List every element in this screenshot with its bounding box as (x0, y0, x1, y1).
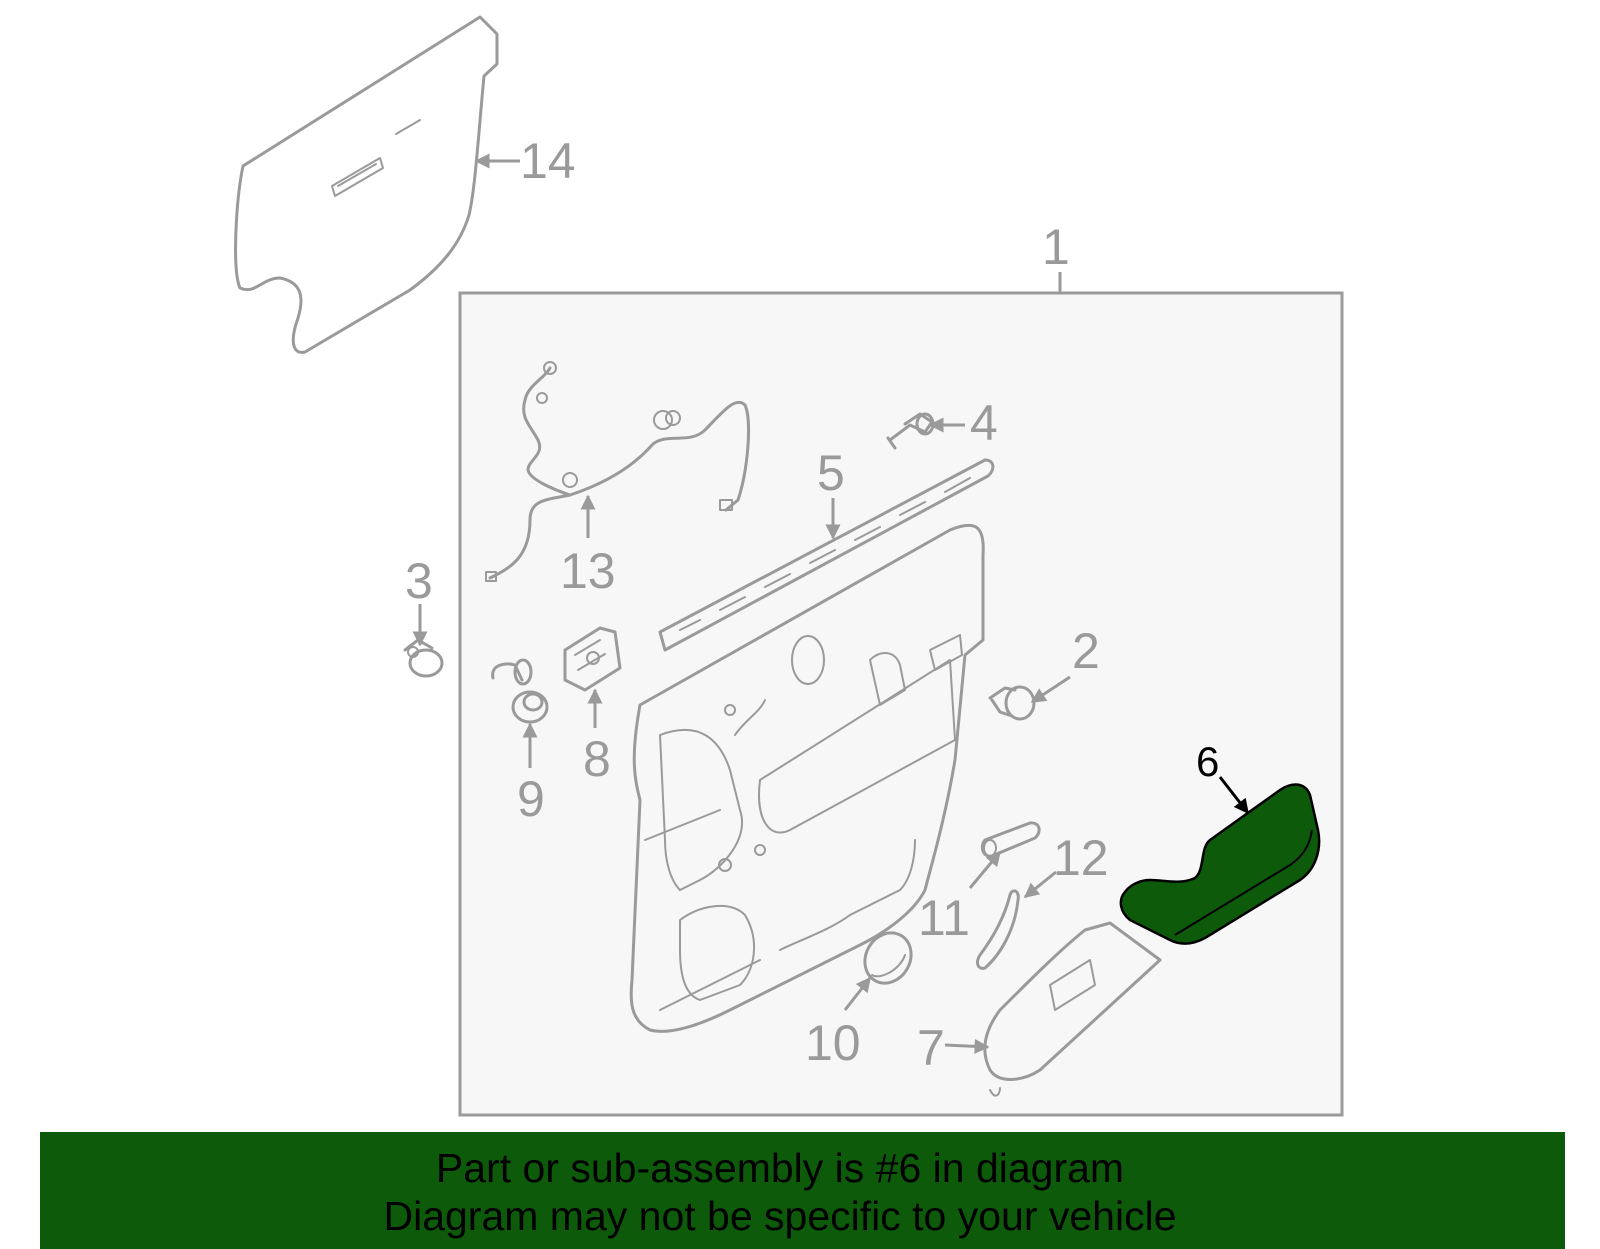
part-6-armrest-highlighted (1119, 783, 1321, 945)
part-9-grommet (491, 658, 549, 724)
part-10-cover (863, 931, 913, 985)
callout-4: 4 (970, 395, 998, 451)
callout-9: 9 (517, 771, 545, 827)
leader-lines (412, 153, 1250, 1054)
part-8-bracket (563, 626, 622, 692)
callout-1: 1 (1042, 219, 1070, 275)
part-1-assembly-box (458, 291, 1344, 1117)
banner-line-2: Diagram may not be specific to your vehi… (383, 1193, 1177, 1239)
info-banner: Part or sub-assembly is #6 in diagram Di… (40, 1132, 1565, 1249)
callout-6: 6 (1196, 738, 1219, 785)
part-5-weatherstrip (658, 458, 995, 652)
part-7-switch-bezel (983, 921, 1162, 1097)
callout-5: 5 (817, 445, 845, 501)
part-12-trim-strip (976, 889, 1020, 970)
callout-8: 8 (583, 731, 611, 787)
callout-7: 7 (917, 1020, 945, 1076)
banner-line-1: Part or sub-assembly is #6 in diagram (435, 1145, 1125, 1191)
part-13-wiring-harness (485, 361, 750, 582)
callout-11: 11 (918, 890, 970, 946)
callout-10: 10 (805, 1015, 861, 1071)
callout-3: 3 (405, 553, 433, 609)
callout-14: 14 (520, 133, 576, 189)
part-14-water-shield (234, 15, 499, 354)
callout-12: 12 (1053, 830, 1109, 886)
callout-2: 2 (1072, 623, 1100, 679)
door-trim-panel (629, 523, 985, 1033)
callout-13: 13 (560, 543, 616, 599)
part-2-clip (988, 685, 1036, 721)
part-3-push-pin (403, 638, 444, 678)
callout-labels: 1 2 3 4 5 6 7 8 9 10 11 12 13 14 (405, 133, 1219, 1076)
